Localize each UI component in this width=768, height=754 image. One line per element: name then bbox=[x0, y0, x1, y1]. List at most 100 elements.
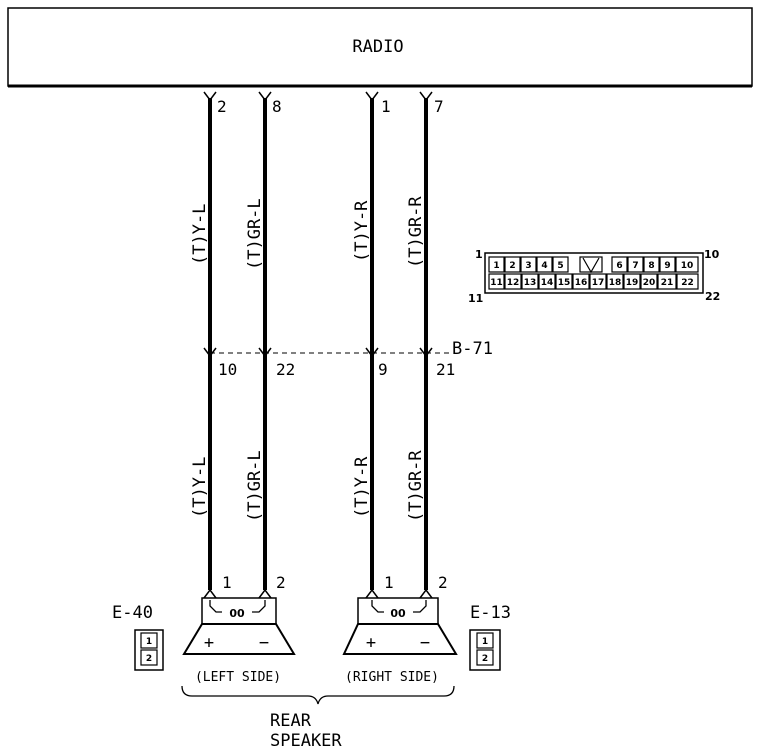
left-speaker-minus: − bbox=[259, 633, 269, 653]
wire-1-top-pin-mark bbox=[203, 91, 217, 102]
connector-cell bbox=[538, 273, 556, 290]
connector-cell bbox=[488, 256, 505, 273]
connector-pin-label: 17 bbox=[592, 278, 605, 288]
wire-4-label-bottom: (T)GR-R bbox=[406, 450, 426, 522]
wire-1-top-pin: 2 bbox=[217, 97, 227, 116]
connector-cell bbox=[520, 256, 537, 273]
group-label-line2: SPEAKER bbox=[270, 731, 342, 751]
wire-2-speaker-arrow bbox=[258, 588, 272, 599]
connector-cell bbox=[611, 256, 628, 273]
wire-1-mid-pin: 10 bbox=[218, 360, 237, 379]
plug-icon-pin: 2 bbox=[146, 654, 152, 664]
wire-4: 7 (T)GR-R 21 (T)GR-R 2 bbox=[406, 91, 455, 599]
connector-pin-label: 3 bbox=[525, 261, 531, 271]
right-speaker-minus: − bbox=[420, 633, 430, 653]
connector-corner-bottom-left: 11 bbox=[468, 292, 483, 305]
right-speaker-plug bbox=[357, 597, 439, 625]
connector-cell bbox=[640, 273, 658, 290]
right-speaker-body bbox=[342, 623, 458, 655]
wire-3-speaker-pin: 1 bbox=[384, 573, 394, 592]
connector-pin-label: 13 bbox=[524, 278, 537, 288]
right-speaker-plus: + bbox=[366, 633, 376, 653]
connector-face: 1 10 11 22 1 2 3 4 5 6 7 8 9 10 bbox=[468, 248, 720, 305]
connector-corner-bottom-right: 22 bbox=[705, 290, 720, 303]
wire-2-top-pin: 8 bbox=[272, 97, 282, 116]
right-speaker-coil: 00 bbox=[390, 607, 406, 620]
wire-4-label-top: (T)GR-R bbox=[406, 196, 426, 268]
wire-2-label-top: (T)GR-L bbox=[245, 198, 265, 270]
connector-pin-label: 20 bbox=[643, 278, 656, 288]
wire-1-label-bottom: (T)Y-L bbox=[190, 457, 210, 518]
connector-cell bbox=[536, 256, 553, 273]
wire-4-top-pin-mark bbox=[419, 91, 433, 102]
connector-cell bbox=[504, 256, 521, 273]
connector-pin-label: 7 bbox=[632, 261, 638, 271]
junction-connector-name: B-71 bbox=[452, 339, 493, 359]
rear-speaker-group: REAR SPEAKER bbox=[181, 685, 455, 751]
connector-pin-label: 11 bbox=[490, 278, 503, 288]
wire-4-mid-pin: 21 bbox=[436, 360, 455, 379]
left-speaker-plug-icon: 1 2 bbox=[134, 629, 164, 671]
wire-3-label-bottom: (T)Y-R bbox=[352, 456, 372, 518]
connector-cell bbox=[552, 256, 569, 273]
left-speaker-coil-lead bbox=[209, 600, 266, 613]
connector-pin-label: 4 bbox=[541, 261, 547, 271]
connector-pin-label: 19 bbox=[626, 278, 639, 288]
right-speaker-coil-lead bbox=[371, 600, 427, 613]
connector-row-2: 11 12 13 14 15 16 17 18 19 20 21 22 bbox=[488, 273, 699, 290]
group-label-line1: REAR bbox=[270, 711, 312, 731]
connector-cell bbox=[555, 273, 573, 290]
left-speaker: 00 + − (LEFT SIDE) E-40 1 2 bbox=[112, 597, 296, 685]
connector-pin-label: 9 bbox=[664, 261, 670, 271]
connector-pin-label: 8 bbox=[648, 261, 654, 271]
connector-pin-label: 22 bbox=[681, 278, 694, 288]
left-speaker-plus: + bbox=[204, 633, 214, 653]
connector-cell bbox=[659, 256, 676, 273]
group-brace bbox=[181, 685, 455, 705]
wire-2: 8 (T)GR-L 22 (T)GR-L 2 bbox=[245, 91, 295, 599]
connector-cell bbox=[488, 273, 505, 290]
connector-cell bbox=[643, 256, 660, 273]
connector-pin-label: 15 bbox=[558, 278, 571, 288]
wire-1-mid-arrow bbox=[203, 347, 217, 358]
connector-corner-top-left: 1 bbox=[475, 248, 483, 261]
connector-pin-label: 18 bbox=[609, 278, 622, 288]
wire-2-mid-pin: 22 bbox=[276, 360, 295, 379]
wire-3-mid-pin: 9 bbox=[378, 360, 388, 379]
wire-1: 2 (T)Y-L 10 (T)Y-L 1 bbox=[190, 91, 237, 599]
connector-cell bbox=[606, 273, 624, 290]
wire-3-top-pin-mark bbox=[365, 91, 379, 102]
radio-box bbox=[7, 7, 753, 87]
connector-pin-label: 21 bbox=[661, 278, 674, 288]
right-speaker: 00 + − (RIGHT SIDE) E-13 1 2 bbox=[342, 597, 511, 685]
plug-icon-cell bbox=[140, 632, 158, 649]
radio-label: RADIO bbox=[352, 37, 403, 57]
connector-cell bbox=[623, 273, 641, 290]
junction-connector: B-71 bbox=[210, 339, 493, 359]
wire-1-label-top: (T)Y-L bbox=[190, 204, 210, 265]
left-speaker-body bbox=[182, 623, 296, 655]
plug-icon-pin: 1 bbox=[146, 637, 152, 647]
wire-3: 1 (T)Y-R 9 (T)Y-R 1 bbox=[352, 91, 394, 599]
connector-pin-label: 2 bbox=[509, 261, 515, 271]
connector-pin-label: 12 bbox=[507, 278, 520, 288]
connector-cell bbox=[504, 273, 522, 290]
connector-pin-label: 10 bbox=[681, 261, 694, 271]
wire-4-top-pin: 7 bbox=[434, 97, 444, 116]
radio-unit: RADIO bbox=[7, 7, 753, 88]
connector-pin-label: 16 bbox=[575, 278, 588, 288]
wire-1-speaker-pin: 1 bbox=[222, 573, 232, 592]
wire-3-top-pin: 1 bbox=[381, 97, 391, 116]
connector-key-mark bbox=[582, 257, 600, 274]
wire-3-mid-arrow bbox=[365, 347, 379, 358]
wire-2-label-bottom: (T)GR-L bbox=[245, 450, 265, 522]
plug-icon-pin: 2 bbox=[482, 654, 488, 664]
left-speaker-connector: E-40 bbox=[112, 603, 153, 623]
connector-cell bbox=[627, 256, 644, 273]
wire-2-mid-arrow bbox=[258, 347, 272, 358]
plug-icon-pin: 1 bbox=[482, 637, 488, 647]
connector-cell bbox=[657, 273, 677, 290]
wire-2-top-pin-mark bbox=[258, 91, 272, 102]
connector-cell bbox=[676, 273, 699, 290]
